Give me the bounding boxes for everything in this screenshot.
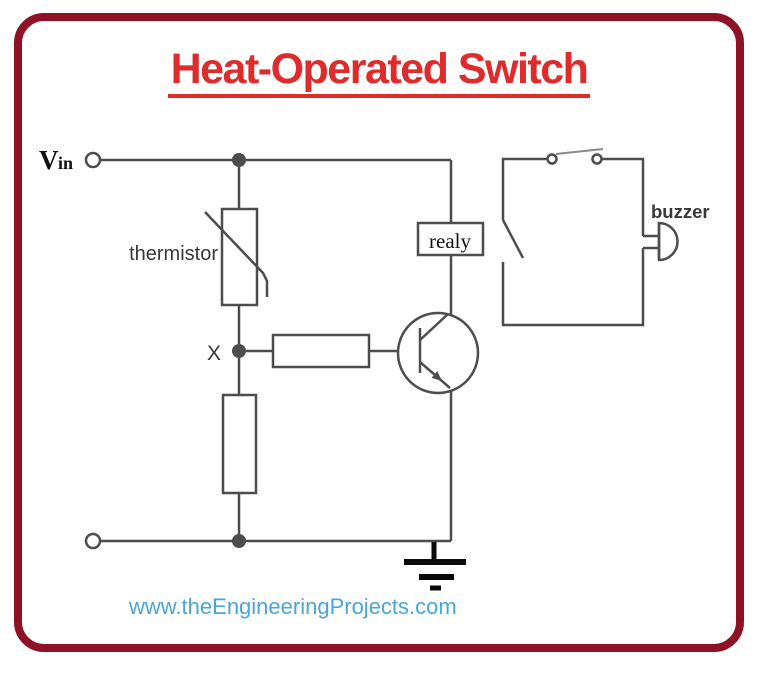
transistor-collector-lead — [419, 313, 449, 341]
junction-dot-top — [232, 153, 246, 167]
thermistor-label: thermistor — [129, 243, 218, 265]
thermistor-diagonal-stroke — [204, 211, 269, 297]
loop-top-left-wire — [501, 157, 547, 220]
vin-terminal — [84, 151, 102, 169]
vin-label-sub: in — [58, 153, 73, 173]
switch-contact-left — [546, 153, 558, 165]
junction-dot-x — [232, 344, 246, 358]
transistor-circle — [396, 311, 480, 395]
transistor — [396, 311, 480, 395]
vin-label-main: V — [39, 145, 59, 175]
buzzer-loop — [501, 148, 679, 327]
page-title-text: Heat-Operated Switch — [167, 48, 591, 98]
buzzer-icon — [657, 221, 679, 262]
switch-contact-right — [591, 153, 603, 165]
ground-symbol-icon — [404, 542, 466, 591]
lower-resistor — [221, 393, 258, 495]
relay-label: realy — [429, 229, 471, 253]
main-circuit — [84, 151, 485, 591]
website-link[interactable]: www.theEngineeringProjects.com — [128, 594, 457, 619]
switch-contact-arm — [555, 148, 604, 155]
ground-terminal — [84, 532, 102, 550]
buzzer-label: buzzer — [651, 201, 710, 222]
buzzer-horn — [657, 221, 679, 262]
emitter-arrow-icon — [431, 371, 442, 381]
thermistor-body — [220, 207, 259, 307]
relay-box — [416, 221, 485, 257]
loop-bottom-wire — [501, 248, 645, 327]
switch-blade — [501, 219, 525, 259]
base-resistor — [271, 333, 371, 369]
loop-top-right-wire — [602, 157, 645, 236]
border-frame — [14, 13, 744, 652]
page-title: Heat-Operated Switch — [14, 48, 744, 98]
junction-dot-bottom — [232, 534, 246, 548]
node-x-label: X — [207, 342, 221, 365]
